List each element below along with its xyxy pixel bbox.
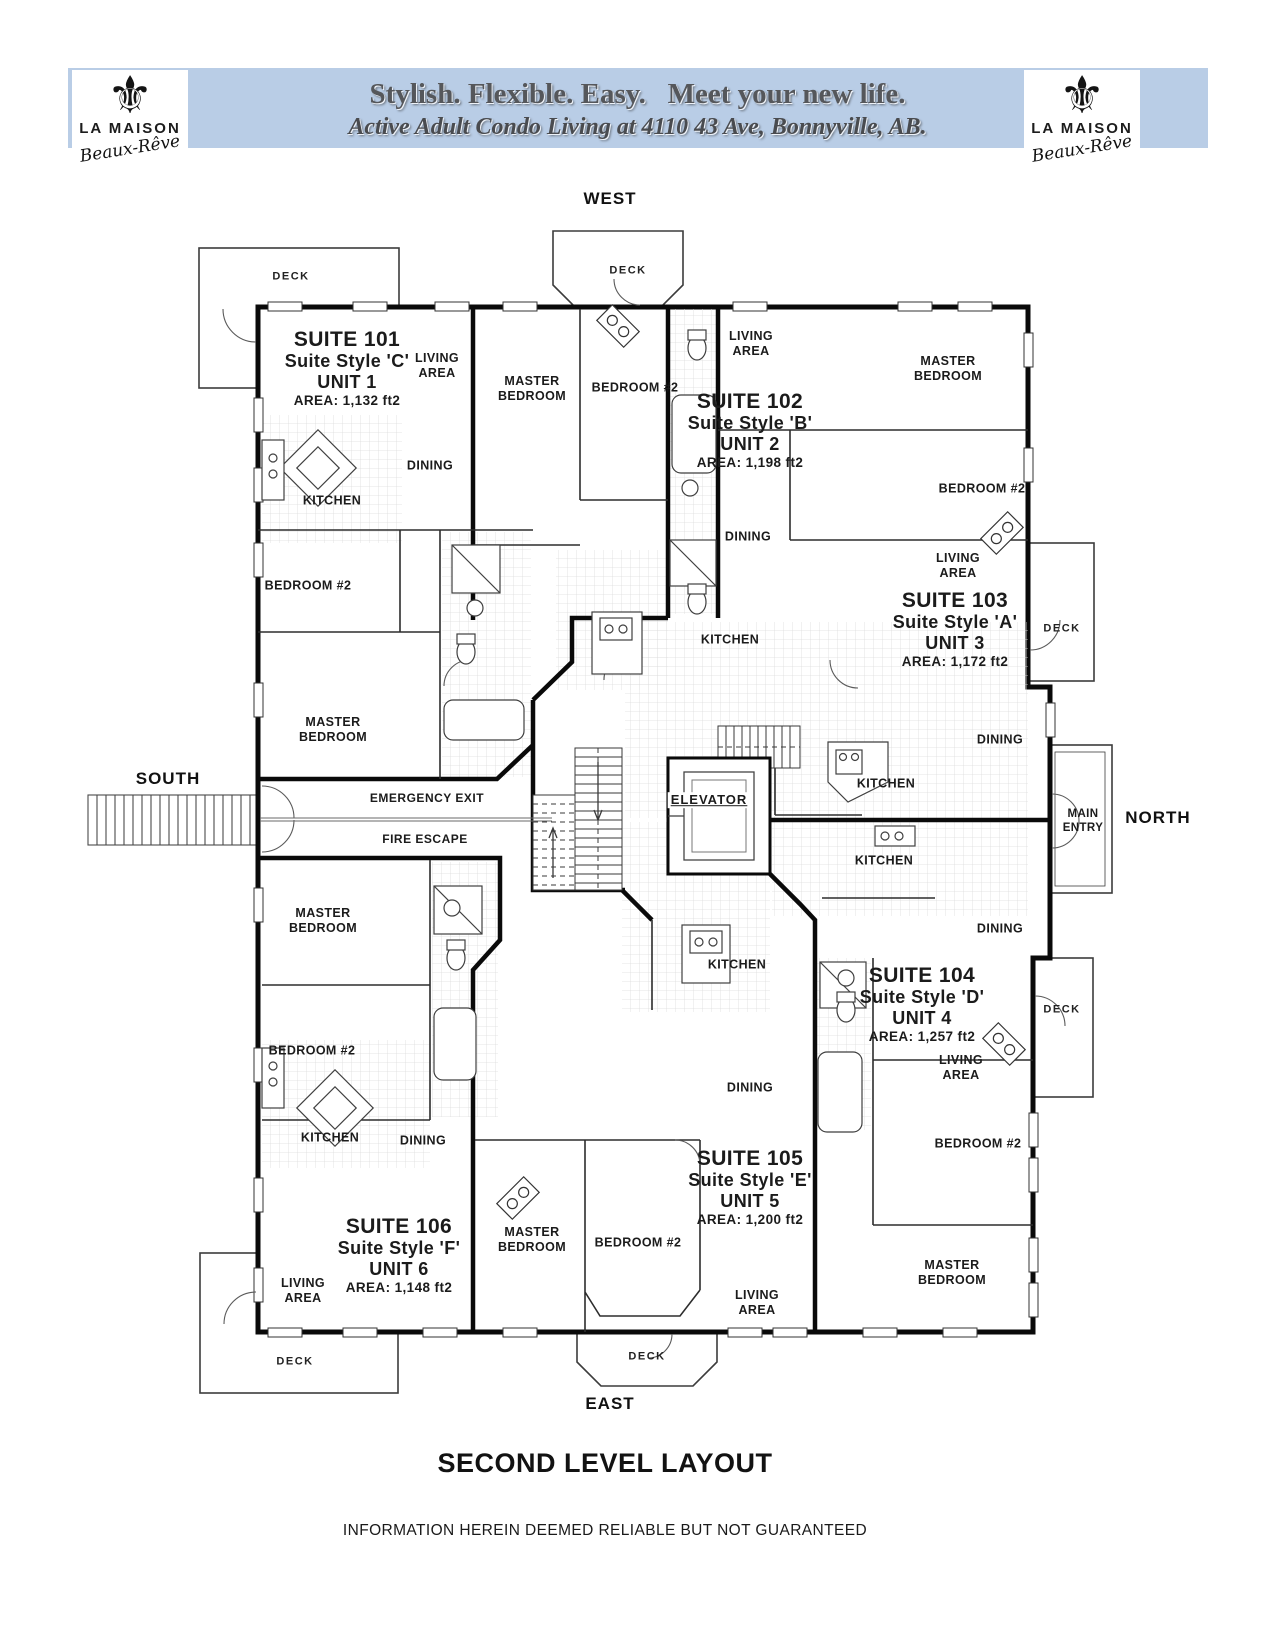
compass-east: EAST xyxy=(585,1393,635,1413)
elevator-label: ELEVATOR xyxy=(667,792,751,808)
room-label-master-bedroom-106: MASTER BEDROOM xyxy=(288,905,358,935)
suite-102-unit: UNIT 2 xyxy=(720,434,780,454)
room-label-master-bedroom-105: MASTER BEDROOM xyxy=(497,1224,567,1254)
room-label-kitchen-103: KITCHEN xyxy=(856,776,916,791)
room-label-bedroom2-101: BEDROOM #2 xyxy=(264,578,352,593)
suite-102-title: SUITE 102 Suite Style 'B' UNIT 2 AREA: 1… xyxy=(688,391,813,471)
room-label-living-area-103: LIVING AREA xyxy=(935,550,981,580)
suite-104-title: SUITE 104 Suite Style 'D' UNIT 4 AREA: 1… xyxy=(860,965,985,1045)
room-label-bedroom2-103: BEDROOM #2 xyxy=(938,481,1026,496)
suite-106-title: SUITE 106 Suite Style 'F' UNIT 6 AREA: 1… xyxy=(338,1216,461,1296)
room-label-master-bedroom-102: MASTER BEDROOM xyxy=(497,373,567,403)
room-label-kitchen-101: KITCHEN xyxy=(302,493,362,508)
elevator-shaft xyxy=(666,756,772,876)
logo-name: LA MAISON xyxy=(1031,120,1133,137)
suite-103-style: Suite Style 'A' xyxy=(892,612,1018,632)
room-label-bedroom2-102: BEDROOM #2 xyxy=(591,380,679,395)
suite-102-style: Suite Style 'B' xyxy=(687,413,813,433)
room-label-dining-101: DINING xyxy=(406,458,454,473)
room-label-bedroom2-105: BEDROOM #2 xyxy=(594,1235,682,1250)
suite-103-name: SUITE 103 xyxy=(901,589,1009,612)
room-label-master-bedroom-103: MASTER BEDROOM xyxy=(913,353,983,383)
suite-105-title: SUITE 105 Suite Style 'E' UNIT 5 AREA: 1… xyxy=(688,1148,812,1228)
room-label-living-area-105: LIVING AREA xyxy=(734,1287,780,1317)
suite-101-title: SUITE 101 Suite Style 'C' UNIT 1 AREA: 1… xyxy=(285,329,410,409)
windows xyxy=(253,301,1056,1338)
compass-north: NORTH xyxy=(1125,807,1191,827)
fleur-de-lis-icon: ⚜ xyxy=(106,67,154,125)
south-exterior-stairs xyxy=(87,794,259,846)
central-stairs xyxy=(532,747,623,891)
corridor-divider xyxy=(260,817,552,822)
logo-background xyxy=(72,70,188,152)
suite-106-area: AREA: 1,148 ft2 xyxy=(345,1280,453,1295)
logo-background xyxy=(1024,70,1140,152)
room-label-dining-105: DINING xyxy=(726,1080,774,1095)
suite-104-area: AREA: 1,257 ft2 xyxy=(868,1029,976,1044)
room-label-living-area-101: LIVING AREA xyxy=(414,350,460,380)
suite-104-unit: UNIT 4 xyxy=(892,1008,952,1028)
suite-105-area: AREA: 1,200 ft2 xyxy=(696,1212,804,1227)
room-label-kitchen-104: KITCHEN xyxy=(854,853,914,868)
fireplace-icons xyxy=(495,303,1027,1221)
subheadline: Active Adult Condo Living at 4110 43 Ave… xyxy=(348,114,927,140)
suite-103-unit: UNIT 3 xyxy=(925,633,985,653)
suite-106-style: Suite Style 'F' xyxy=(337,1238,461,1258)
suite-103-area: AREA: 1,172 ft2 xyxy=(901,654,1009,669)
room-label-kitchen-106: KITCHEN xyxy=(300,1130,360,1145)
compass-west: WEST xyxy=(583,188,637,208)
suite-101-style: Suite Style 'C' xyxy=(284,351,410,371)
main-entry-label: MAIN ENTRY xyxy=(1062,807,1104,834)
suite-105-name: SUITE 105 xyxy=(696,1147,804,1170)
room-label-dining-104: DINING xyxy=(976,921,1024,936)
suite-105-unit: UNIT 5 xyxy=(720,1191,780,1211)
room-label-dining-106: DINING xyxy=(399,1133,447,1148)
kitchen-fixtures xyxy=(261,428,916,1148)
room-label-kitchen-105: KITCHEN xyxy=(707,957,767,972)
room-label-living-area-102: LIVING AREA xyxy=(728,328,774,358)
room-label-dining-102: DINING xyxy=(724,529,772,544)
deck-label-bottom-left: DECK xyxy=(276,1355,314,1368)
suite-103-title: SUITE 103 Suite Style 'A' UNIT 3 AREA: 1… xyxy=(893,590,1018,670)
emergency-exit-label: EMERGENCY EXIT xyxy=(369,790,485,805)
room-label-kitchen-102: KITCHEN xyxy=(700,632,760,647)
suite-101-unit: UNIT 1 xyxy=(317,372,377,392)
disclaimer: INFORMATION HEREIN DEEMED RELIABLE BUT N… xyxy=(342,1522,868,1539)
bath-fixtures xyxy=(433,329,867,1133)
logo-left: ⚜ LA MAISON Beaux-Rêve xyxy=(70,66,190,186)
suite-106-unit: UNIT 6 xyxy=(369,1259,429,1279)
header-banner xyxy=(68,68,1208,148)
room-label-living-area-106: LIVING AREA xyxy=(280,1275,326,1305)
suite-102-name: SUITE 102 xyxy=(696,390,804,413)
room-label-living-area-104: LIVING AREA xyxy=(938,1052,984,1082)
suite-102-area: AREA: 1,198 ft2 xyxy=(696,455,804,470)
deck-label-suite103: DECK xyxy=(1043,622,1081,635)
logo-right: ⚜ LA MAISON Beaux-Rêve xyxy=(1022,66,1142,186)
fleur-de-lis-icon: ⚜ xyxy=(1058,67,1106,125)
deck-label-top-center: DECK xyxy=(609,264,647,277)
suite-101-name: SUITE 101 xyxy=(293,328,401,351)
deck-label-top-left: DECK xyxy=(272,270,310,283)
suite-105-style: Suite Style 'E' xyxy=(688,1170,812,1190)
suite-104-name: SUITE 104 xyxy=(868,964,976,987)
suite-106-name: SUITE 106 xyxy=(345,1215,453,1238)
room-label-bedroom2-104: BEDROOM #2 xyxy=(934,1136,1022,1151)
deck-label-bottom-center: DECK xyxy=(628,1350,666,1363)
suite-101-area: AREA: 1,132 ft2 xyxy=(293,393,401,408)
headline: Stylish. Flexible. Easy. Meet your new l… xyxy=(369,78,906,110)
room-label-bedroom2-106: BEDROOM #2 xyxy=(268,1043,356,1058)
suite-104-style: Suite Style 'D' xyxy=(859,987,985,1007)
room-partitions xyxy=(258,309,1033,1332)
room-label-master-bedroom-101: MASTER BEDROOM xyxy=(298,714,368,744)
compass-south: SOUTH xyxy=(135,768,201,788)
room-label-master-bedroom-104: MASTER BEDROOM xyxy=(917,1257,987,1287)
deck-label-suite104: DECK xyxy=(1043,1003,1081,1016)
fire-escape-label: FIRE ESCAPE xyxy=(382,831,468,846)
page-title: SECOND LEVEL LAYOUT xyxy=(437,1448,773,1478)
room-label-dining-103: DINING xyxy=(976,732,1024,747)
logo-name: LA MAISON xyxy=(79,120,181,137)
